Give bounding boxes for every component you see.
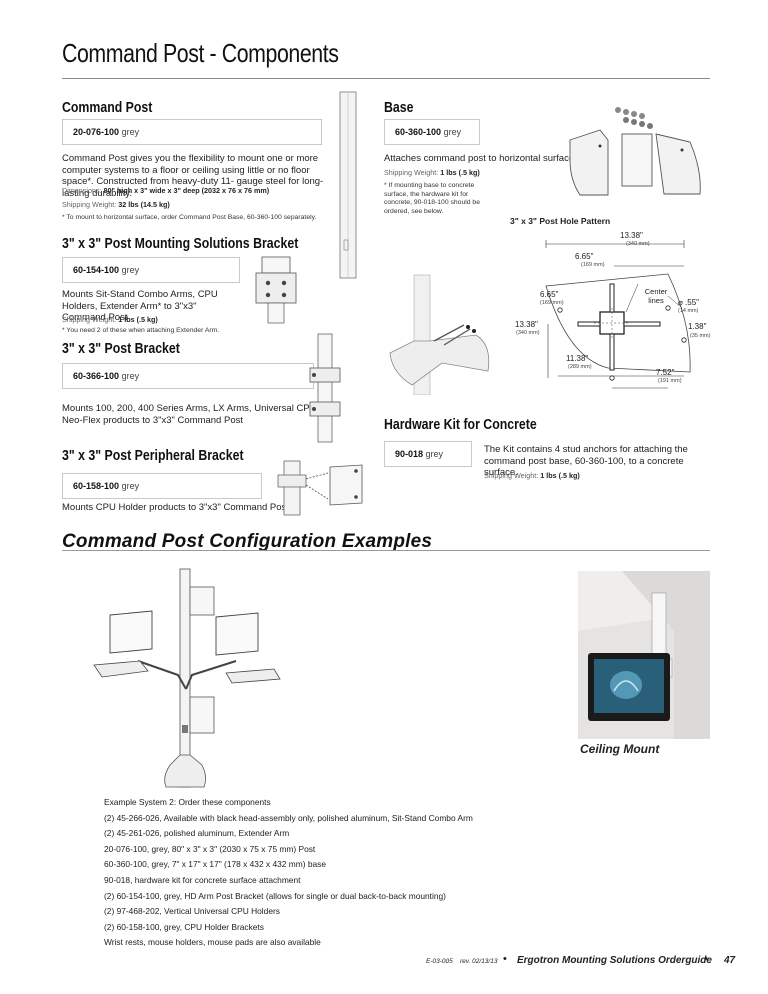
dim-label: 11.38" — [566, 354, 589, 363]
part-number: 60-158-100 — [73, 481, 120, 491]
example-list-item: (2) 45-266-026, Available with black hea… — [104, 812, 473, 823]
dim-label: 6.65" — [575, 252, 594, 261]
mounting-bracket-image — [255, 256, 297, 324]
command-post-part-box: 20-076-100 grey — [62, 119, 322, 145]
dim-label: 13.38" — [620, 231, 643, 240]
part-color: grey — [443, 127, 462, 137]
hardware-kit-heading: Hardware Kit for Concrete — [384, 417, 537, 433]
command-post-heading: Command Post — [62, 100, 153, 116]
config-example-illustration — [93, 568, 281, 788]
command-post-description: Command Post gives you the flexibility t… — [62, 153, 324, 199]
config-divider — [62, 550, 710, 551]
part-color: grey — [121, 265, 140, 275]
base-image — [569, 107, 701, 196]
base-part-box: 60-360-100 grey — [384, 119, 480, 145]
part-number: 60-366-100 — [73, 371, 120, 381]
ceiling-mount-photo — [578, 571, 710, 739]
example-list-item: (2) 60-158-100, grey, CPU Holder Bracket… — [104, 921, 264, 932]
part-number: 90-018 — [395, 449, 424, 459]
part-color: grey — [425, 449, 444, 459]
mounting-bracket-note: * You need 2 of these when attaching Ext… — [62, 327, 220, 334]
dim-sublabel: (340 mm) — [516, 330, 540, 336]
part-number: 20-076-100 — [73, 127, 120, 137]
mounting-bracket-shipping: Shipping Weight: 1 lbs (.5 kg) — [62, 315, 158, 324]
post-bracket-image — [309, 333, 341, 443]
command-post-note: * To mount to horizontal surface, order … — [62, 214, 317, 221]
part-color: grey — [121, 481, 140, 491]
example-list-item: (2) 45-261-026, polished aluminum, Exten… — [104, 828, 290, 839]
peripheral-bracket-heading: 3" x 3" Post Peripheral Bracket — [62, 448, 244, 464]
center-lines-label: Center lines — [644, 287, 668, 305]
footer-bullet: • — [704, 953, 708, 965]
example-list-item: 60-360-100, grey, 7" x 17" x 17" (178 x … — [104, 859, 326, 870]
dim-sublabel: (289 mm) — [568, 364, 592, 370]
hardware-kit-shipping: Shipping Weight: 1 lbs (.5 kg) — [484, 471, 580, 480]
post-bracket-part-box: 60-366-100 grey — [62, 363, 314, 389]
part-color: grey — [121, 127, 140, 137]
config-heading: Command Post Configuration Examples — [62, 531, 433, 552]
dim-label: 13.38" — [515, 320, 538, 329]
hardware-kit-description: The Kit contains 4 stud anchors for atta… — [484, 444, 688, 478]
dim-label: 7.52" — [656, 368, 675, 377]
part-color: grey — [121, 371, 140, 381]
command-post-dimensions: Dimensions: 80" high x 3" wide x 3" deep… — [62, 186, 270, 195]
peripheral-bracket-image — [277, 460, 363, 516]
base-note: * If mounting base to concrete surface, … — [384, 182, 480, 215]
base-description: Attaches command post to horizontal surf… — [384, 153, 581, 164]
part-number: 60-360-100 — [395, 127, 442, 137]
dim-sublabel: (35 mm) — [690, 333, 711, 339]
example-list-item: Wrist rests, mouse holders, mouse pads a… — [104, 937, 321, 948]
footer-guide-title: Ergotron Mounting Solutions Orderguide — [517, 955, 712, 966]
peripheral-bracket-part-box: 60-158-100 grey — [62, 473, 262, 499]
peripheral-bracket-description: Mounts CPU Holder products to 3"x3" Comm… — [62, 502, 289, 513]
dim-sublabel: (169 mm) — [540, 300, 564, 306]
title-divider — [62, 78, 710, 79]
page-number: 47 — [724, 955, 736, 966]
example-list: Example System 2: Order these components… — [104, 795, 473, 951]
page-title: Command Post - Components — [62, 38, 339, 68]
hole-pattern-diagram — [545, 240, 691, 389]
dim-sublabel: (340 mm) — [626, 241, 650, 247]
footer-code: E-03-005 — [426, 958, 453, 965]
dim-label: 6.65" — [540, 290, 559, 299]
post-bracket-description: Mounts 100, 200, 400 Series Arms, LX Arm… — [62, 403, 320, 426]
dim-label: 1.38" — [688, 322, 707, 331]
example-list-item: 90-018, hardware kit for concrete surfac… — [104, 874, 301, 885]
screw-icons — [615, 107, 653, 129]
command-post-shipping: Shipping Weight: 32 lbs (14.5 kg) — [62, 200, 170, 209]
base-shipping: Shipping Weight: 1 lbs (.5 kg) — [384, 168, 480, 177]
example-list-item: (2) 60-154-100, grey, HD Arm Post Bracke… — [104, 890, 446, 901]
command-post-image — [339, 91, 357, 279]
hole-pattern-title: 3" x 3" Post Hole Pattern — [510, 216, 611, 226]
base-heading: Base — [384, 100, 414, 116]
part-number: 60-154-100 — [73, 265, 120, 275]
dim-sublabel: (14 mm) — [678, 308, 699, 314]
dim-sublabel: (169 mm) — [581, 262, 605, 268]
mounting-bracket-heading: 3" x 3" Post Mounting Solutions Bracket — [62, 236, 299, 252]
dim-sublabel: (191 mm) — [658, 378, 682, 384]
post-bracket-heading: 3" x 3" Post Bracket — [62, 341, 180, 357]
mounting-bracket-part-box: 60-154-100 grey — [62, 257, 240, 283]
footer-bullet: • — [503, 953, 507, 965]
example-list-item: 20-076-100, grey, 80" x 3" x 3" (2030 x … — [104, 843, 316, 854]
hardware-kit-part-box: 90-018 grey — [384, 441, 472, 467]
example-list-item: (2) 97-468-202, Vertical Universal CPU H… — [104, 906, 280, 917]
ceiling-mount-caption: Ceiling Mount — [580, 742, 660, 756]
mounting-bracket-description: Mounts Sit-Stand Combo Arms, CPU Holders… — [62, 289, 218, 323]
example-list-item: Example System 2: Order these components — [104, 797, 271, 807]
footer-rev: rev. 02/13/13 — [460, 958, 498, 965]
dim-label: ⌀ .55" — [678, 298, 699, 307]
base-installed-photo — [384, 245, 516, 395]
